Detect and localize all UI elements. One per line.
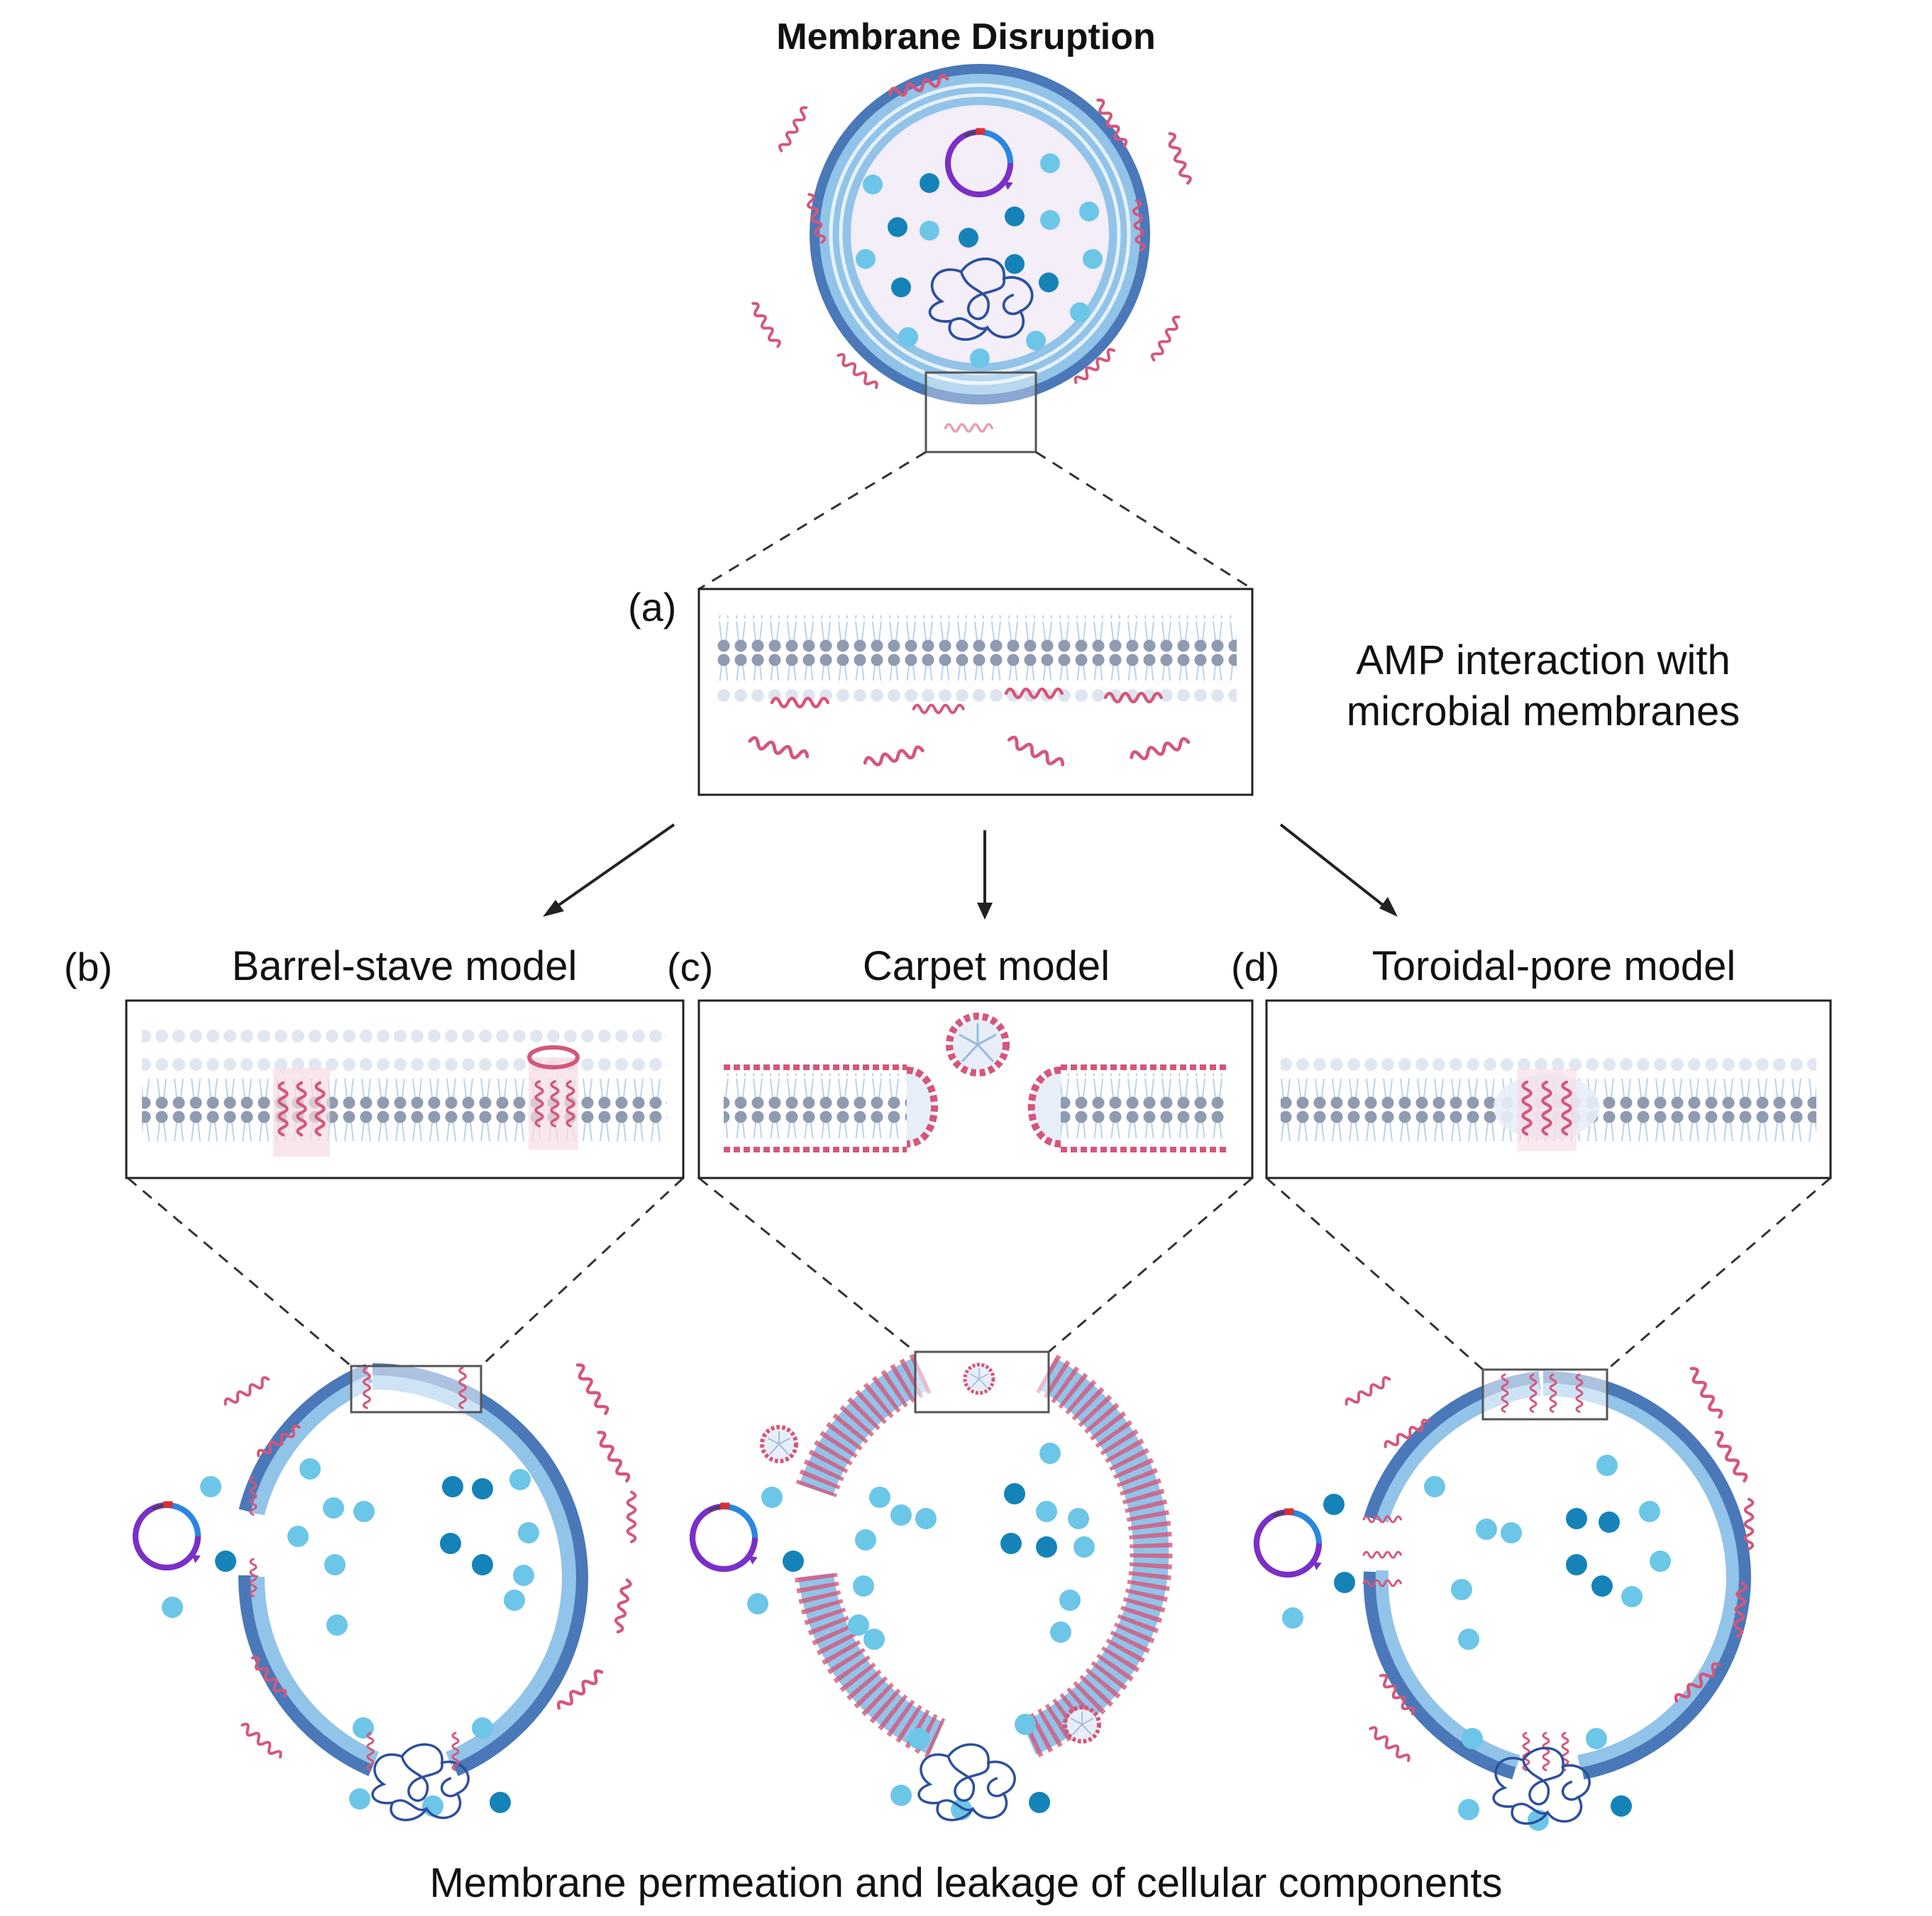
panel-b [125, 999, 685, 1179]
intact-cell [750, 64, 1192, 453]
panel-a-description: AMP interaction with microbial membranes [1295, 635, 1792, 737]
footer-caption: Membrane permeation and leakage of cellu… [429, 1860, 1503, 1906]
arrows [543, 823, 1398, 920]
zoom-box-top [924, 371, 1037, 453]
cytoplasm-particles [856, 153, 1103, 368]
panel-c-letter: (c) [667, 945, 714, 989]
cell-carpet [692, 1350, 1173, 1822]
panel-b-title: Barrel-stave model [231, 943, 578, 989]
panel-a-description-line-2: microbial membranes [1346, 688, 1740, 734]
zoom-lines-bottom [127, 1177, 1831, 1371]
panel-d [1265, 999, 1832, 1179]
cell-barrel-stave [136, 1363, 635, 1822]
panel-a-letter: (a) [628, 585, 677, 629]
panel-c [697, 999, 1254, 1179]
page-title: Membrane Disruption [776, 16, 1156, 57]
panel-a [697, 588, 1254, 796]
panel-a-description-line-1: AMP interaction with [1356, 637, 1730, 683]
zoom-lines-a [698, 451, 1253, 590]
panel-c-title: Carpet model [862, 943, 1110, 989]
panel-b-letter: (b) [64, 945, 113, 989]
cell-toroidal-pore [1257, 1367, 1752, 1831]
panel-d-title: Toroidal-pore model [1371, 943, 1736, 989]
panel-d-letter: (d) [1231, 945, 1280, 989]
